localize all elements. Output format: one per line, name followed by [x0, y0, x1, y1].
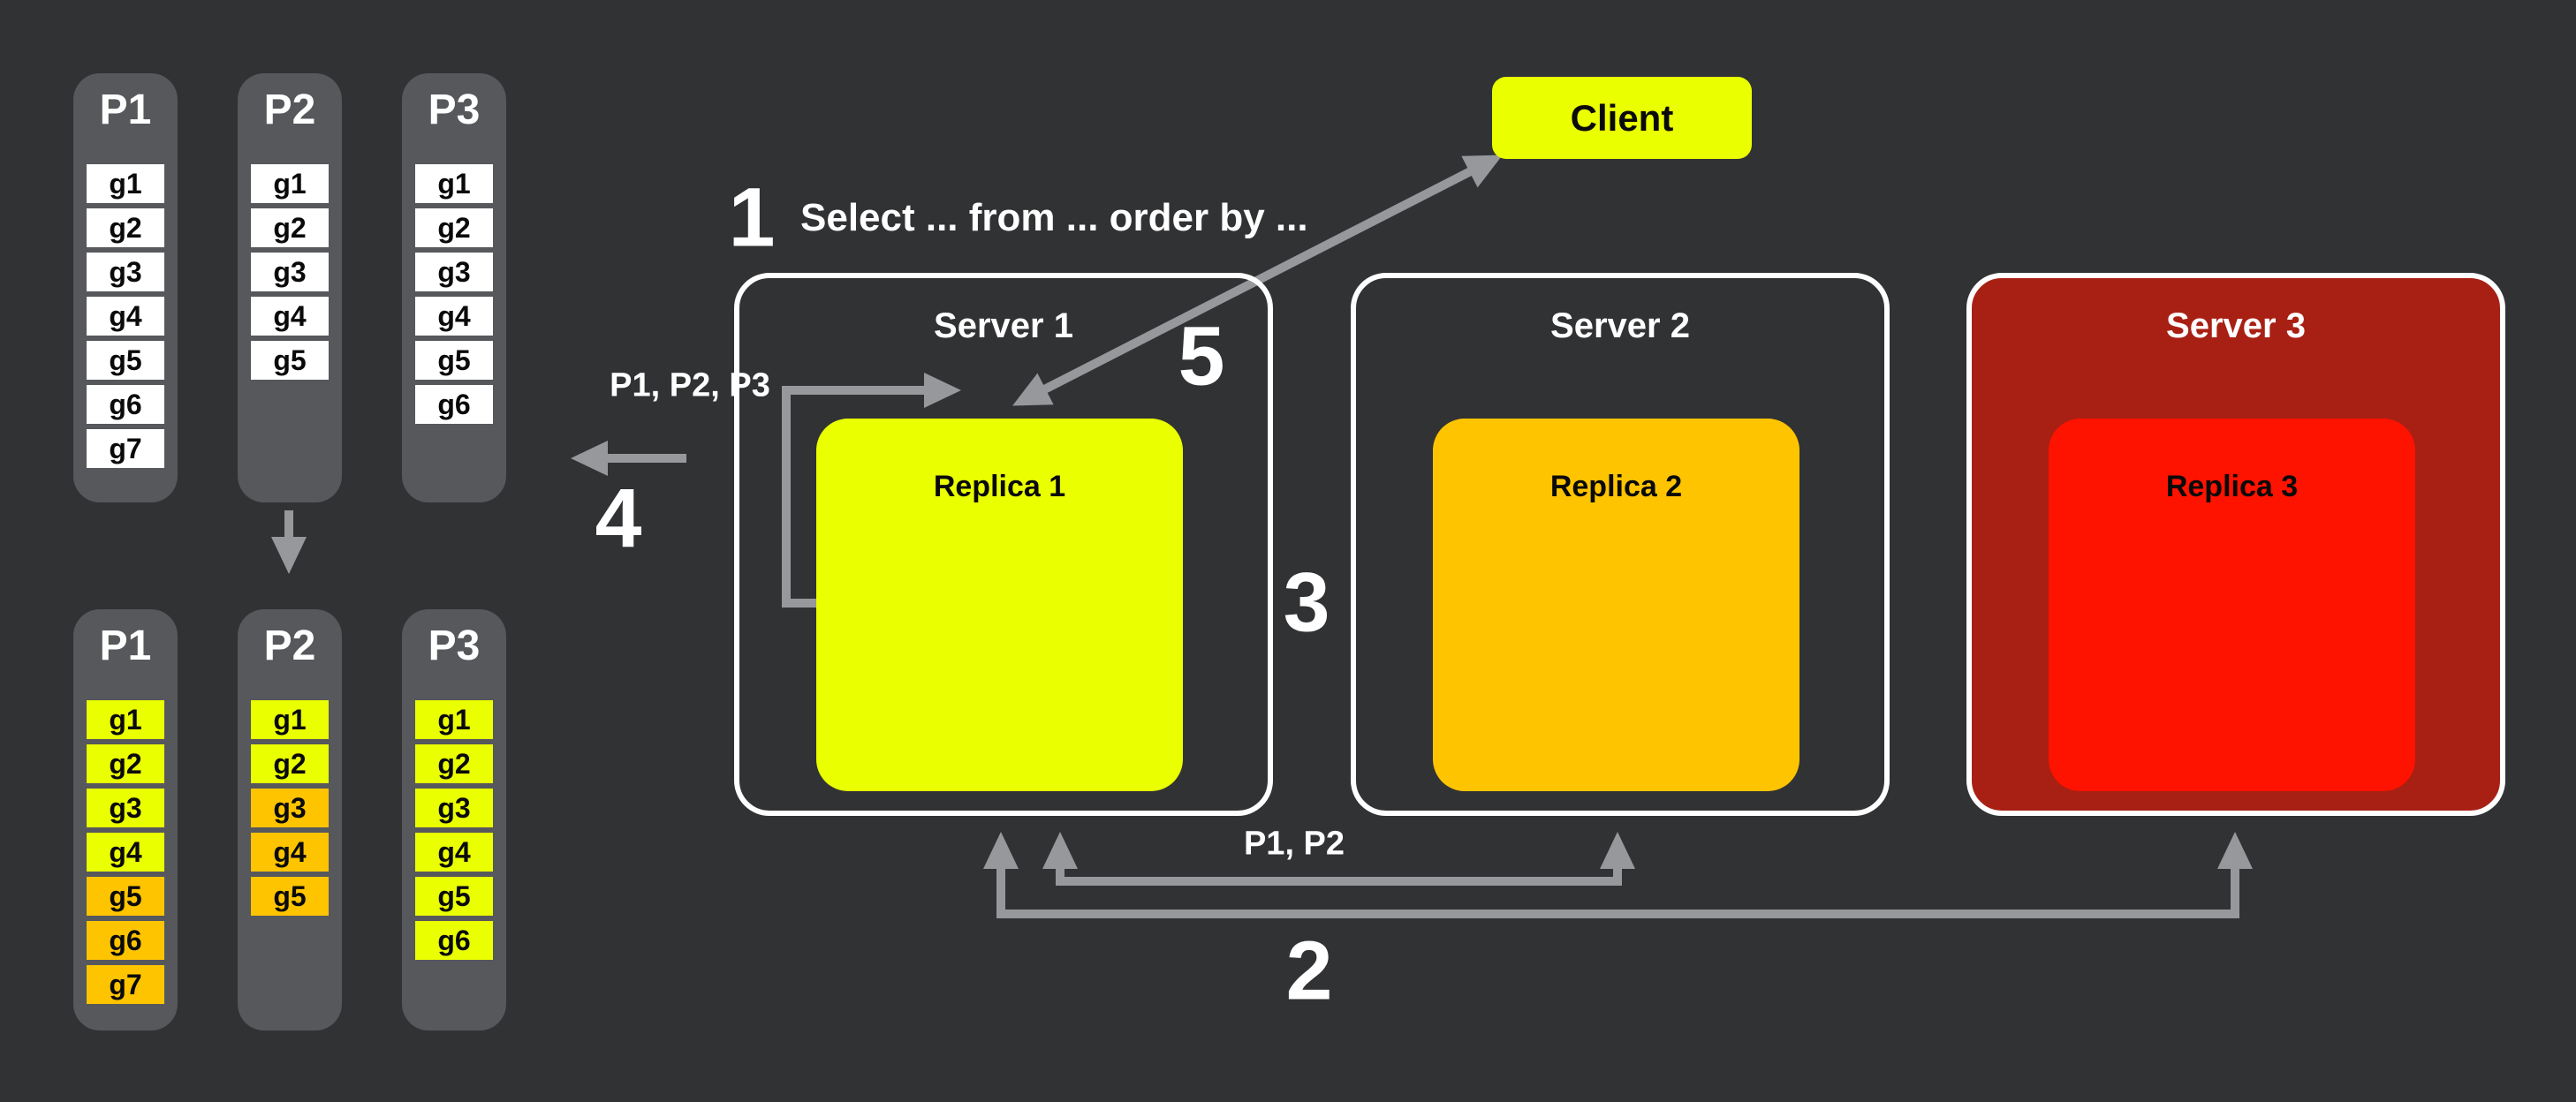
partition-item-g3: g3 [415, 788, 493, 827]
partition-item-g6: g6 [87, 920, 164, 960]
partition-item-g1: g1 [87, 699, 164, 739]
replica-2-label: Replica 2 [1549, 470, 1683, 503]
partition-item-g4: g4 [251, 832, 329, 872]
partition-item-g2: g2 [251, 743, 329, 783]
partition-item-g5: g5 [251, 876, 329, 916]
partition-item-g1: g1 [251, 163, 329, 203]
partition-item-g2: g2 [415, 743, 493, 783]
partition-title: P2 [263, 623, 316, 669]
partition-item-g4: g4 [87, 296, 164, 336]
server-3-title: Server 3 [2166, 306, 2306, 345]
replica-1-box: Replica 1 [816, 419, 1183, 791]
partition-title: P1 [99, 87, 152, 133]
step-4-number: 4 [595, 472, 642, 566]
partition-item-g5: g5 [415, 340, 493, 380]
step-2-number: 2 [1285, 924, 1333, 1018]
server-2-box: Server 2 Replica 2 [1351, 273, 1890, 816]
partition-item-g5: g5 [87, 340, 164, 380]
partition-item-g7: g7 [87, 428, 164, 468]
replica-3-box: Replica 3 [2049, 419, 2415, 791]
partition-item-g3: g3 [251, 252, 329, 291]
partition-item-g3: g3 [415, 252, 493, 291]
partition-item-g1: g1 [251, 699, 329, 739]
replica-2-box: Replica 2 [1433, 419, 1799, 791]
partition-item-g7: g7 [87, 964, 164, 1004]
query-text: Select ... from ... order by ... [800, 196, 1308, 239]
partition-item-g4: g4 [415, 296, 493, 336]
partition-item-g1: g1 [415, 163, 493, 203]
partition-item-g5: g5 [87, 876, 164, 916]
replica-3-label: Replica 3 [2165, 470, 2299, 503]
partition-item-g6: g6 [87, 384, 164, 424]
server-3-box: Server 3 Replica 3 [1966, 273, 2505, 816]
partition-item-g1: g1 [415, 699, 493, 739]
partition-item-g5: g5 [251, 340, 329, 380]
partition-item-g4: g4 [87, 832, 164, 872]
partition-item-g2: g2 [87, 208, 164, 247]
step-1-number: 1 [728, 170, 776, 265]
label-p1-p2-p3: P1, P2, P3 [610, 366, 770, 404]
replica-1-label: Replica 1 [933, 470, 1066, 503]
partition-item-g3: g3 [87, 788, 164, 827]
server-1-title: Server 1 [934, 306, 1073, 345]
client-label: Client [1570, 96, 1674, 139]
server-1-box: Server 1 Replica 1 [734, 273, 1273, 816]
partition-item-g5: g5 [415, 876, 493, 916]
arrow-step2-server1-server3 [983, 832, 2253, 918]
partition-item-g1: g1 [87, 163, 164, 203]
partition-title: P3 [428, 87, 481, 133]
partition-title: P2 [263, 87, 316, 133]
partition-item-g2: g2 [87, 743, 164, 783]
client-node: Client [1492, 77, 1752, 159]
partition-title: P3 [428, 623, 481, 669]
label-p1-p2: P1, P2 [1243, 825, 1345, 863]
partition-item-g2: g2 [415, 208, 493, 247]
server-2-title: Server 2 [1550, 306, 1690, 345]
partition-item-g2: g2 [251, 208, 329, 247]
partition-item-g4: g4 [251, 296, 329, 336]
partition-item-g3: g3 [251, 788, 329, 827]
partition-item-g6: g6 [415, 920, 493, 960]
step-3-number: 3 [1283, 555, 1330, 650]
partition-item-g3: g3 [87, 252, 164, 291]
partition-item-g6: g6 [415, 384, 493, 424]
step-5-number: 5 [1178, 309, 1225, 404]
partition-title: P1 [99, 623, 152, 669]
partition-item-g4: g4 [415, 832, 493, 872]
